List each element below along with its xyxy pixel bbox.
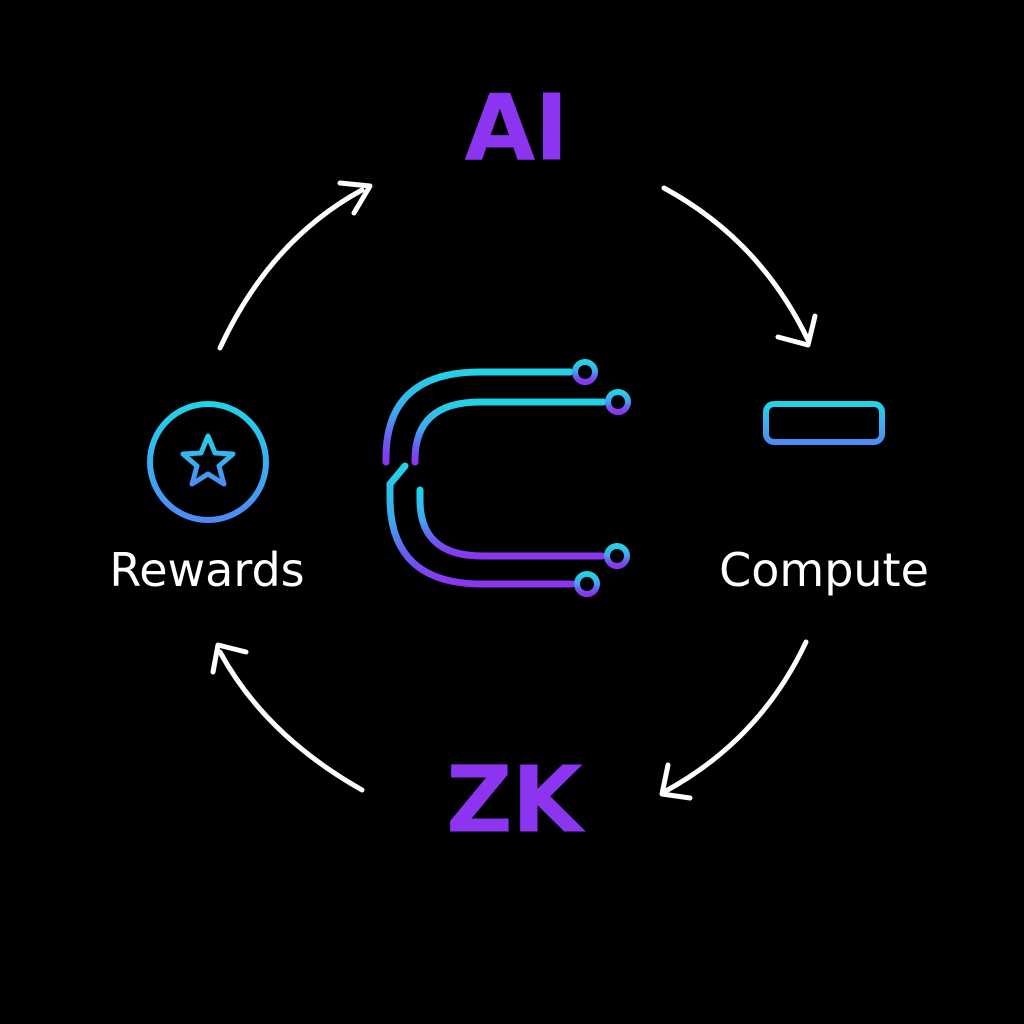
node-label-compute: Compute [719,543,929,597]
star-badge-icon [147,401,269,523]
node-label-rewards: Rewards [109,543,305,597]
node-label-zk: ZK [446,746,583,854]
node-label-ai: AI [464,74,568,182]
arrow-zk-to-rewards [210,642,365,793]
server-monitor-icon [763,401,885,523]
circuit-c-logo-icon [382,359,631,597]
arrow-compute-to-zk [659,639,809,801]
arrow-ai-to-compute [661,185,818,348]
arrow-rewards-to-ai [217,180,373,351]
